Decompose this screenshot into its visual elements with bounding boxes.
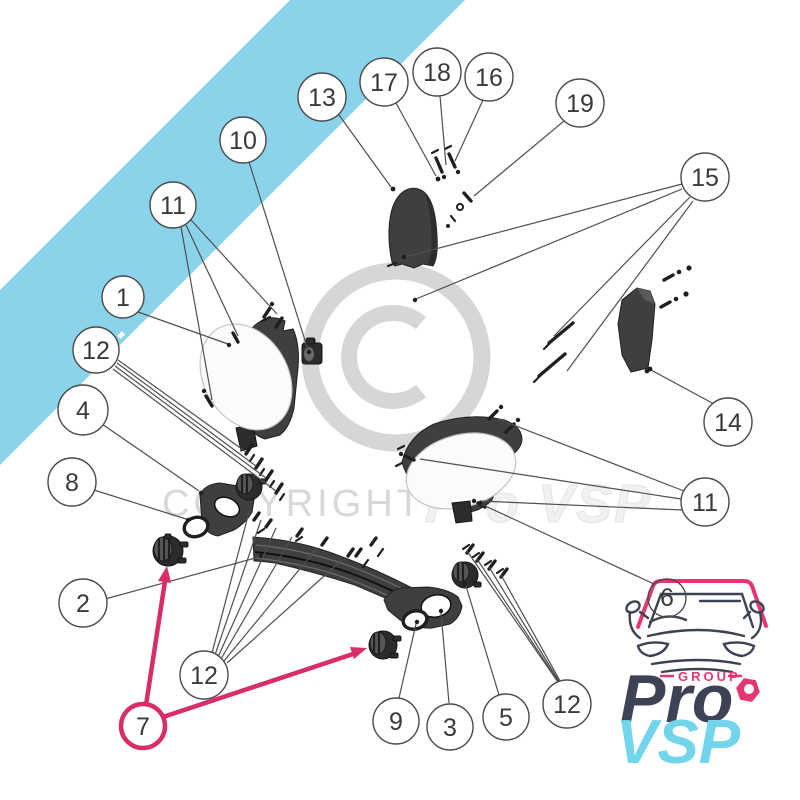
svg-text:14: 14 [714, 409, 742, 437]
logo-vsp-text: VSP [616, 708, 741, 777]
screws-top-center [430, 144, 461, 180]
callout-15: 15 [680, 152, 730, 202]
callout-10: 10 [219, 116, 267, 164]
svg-text:11: 11 [692, 489, 718, 517]
highlight-item-7 [143, 566, 367, 720]
provsp-logo: GROUP Pro VSP [616, 579, 768, 777]
callout-3: 3 [426, 703, 474, 751]
svg-text:3: 3 [443, 714, 457, 742]
callout-12-top: 12 [72, 326, 120, 374]
copyright-symbol-ring [301, 262, 491, 452]
pink-arrow-line-left [143, 580, 168, 706]
leader-lines [93, 95, 715, 704]
logo-group-text: GROUP [678, 669, 741, 684]
part-fog-lamp-right [368, 630, 402, 660]
part-trim-ring-right [401, 609, 429, 631]
logo-car-outline [625, 579, 768, 674]
screw-and-oring [446, 191, 473, 228]
svg-text:12: 12 [553, 691, 581, 719]
callout-8: 8 [47, 457, 97, 507]
svg-text:8: 8 [65, 469, 79, 497]
part-headlight-right [394, 416, 523, 524]
callout-7: 7 [118, 701, 168, 751]
callout-6: 6 [647, 578, 687, 618]
svg-text:9: 9 [389, 708, 403, 736]
part-side-bracket [617, 287, 656, 374]
callout-12-bottom-right: 12 [542, 679, 592, 729]
callout-4: 4 [57, 384, 109, 436]
svg-text:5: 5 [499, 704, 513, 732]
svg-text:10: 10 [229, 127, 257, 155]
svg-text:12: 12 [82, 337, 110, 365]
part-fog-lamp-left [152, 533, 189, 567]
callout-1: 1 [101, 275, 145, 319]
screws-left-headlight [201, 301, 284, 408]
svg-text:13: 13 [308, 84, 336, 112]
pink-arrowhead-left [158, 566, 171, 583]
pink-arrow-line-right [162, 651, 354, 720]
callout-13: 13 [297, 72, 347, 122]
logo-nut-hole [744, 684, 754, 694]
svg-text:19: 19 [566, 90, 594, 118]
screws-below-left-headlight [244, 443, 286, 502]
screws-above-grille [252, 511, 385, 569]
part-bulb-socket [301, 337, 323, 365]
svg-text:11: 11 [160, 192, 186, 220]
callout-12-bottom-left: 12 [179, 650, 229, 700]
svg-text:15: 15 [691, 164, 719, 192]
svg-text:16: 16 [475, 64, 503, 92]
svg-text:2: 2 [76, 590, 90, 618]
pink-arrowhead-right [350, 647, 367, 659]
svg-text:18: 18 [423, 59, 451, 87]
svg-text:1: 1 [116, 284, 130, 312]
part-trim-ring-left [182, 515, 210, 539]
callout-14: 14 [703, 397, 753, 447]
part-cap-right [451, 561, 482, 589]
part-headlight-cover [386, 187, 438, 269]
callout-17: 17 [359, 57, 409, 107]
screws-right-cluster [659, 265, 692, 309]
callout-5: 5 [482, 693, 530, 741]
svg-text:6: 6 [660, 584, 674, 612]
callout-9: 9 [372, 697, 420, 745]
svg-text:4: 4 [76, 397, 90, 425]
logo-wordmark: GROUP Pro VSP [616, 661, 760, 777]
part-cap-left [235, 473, 267, 501]
logo-pro-text: Pro [620, 661, 733, 737]
copyright-symbol-c [341, 305, 427, 409]
callout-2: 2 [58, 578, 108, 628]
part-headlight-left [199, 315, 299, 452]
callout-11-left: 11 [149, 181, 197, 229]
svg-text:12: 12 [190, 662, 218, 690]
long-bolts [532, 321, 575, 384]
callout-11-right: 11 [680, 477, 730, 527]
callout-16: 16 [464, 52, 514, 102]
callout-19: 19 [555, 78, 605, 128]
svg-text:7: 7 [136, 713, 150, 741]
svg-text:17: 17 [370, 69, 398, 97]
callout-18: 18 [412, 47, 462, 97]
